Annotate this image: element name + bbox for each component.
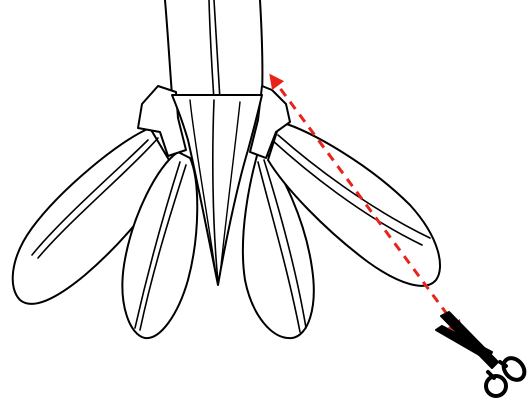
scissors-icon — [436, 312, 529, 396]
abdomen-segment — [165, 0, 262, 100]
